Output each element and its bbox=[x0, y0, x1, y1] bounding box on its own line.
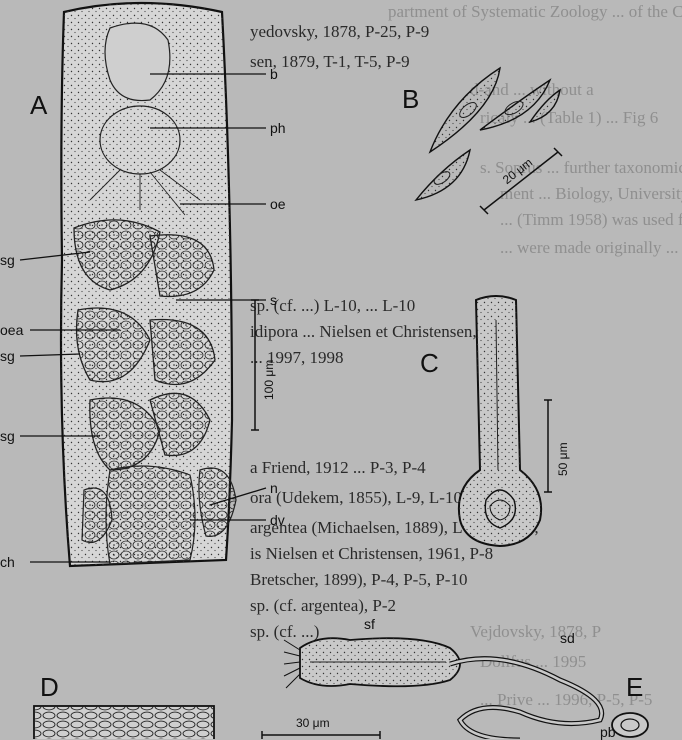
label-sd: sd bbox=[560, 630, 575, 646]
label-dv: dv bbox=[270, 512, 285, 528]
label-sf: sf bbox=[364, 616, 375, 632]
panel-label-c: C bbox=[420, 348, 439, 379]
panel-d-tissue bbox=[34, 706, 214, 739]
scale-label-c: 50 μm bbox=[556, 442, 570, 476]
scale-label-a: 100 μm bbox=[262, 360, 276, 400]
panel-label-a: A bbox=[30, 90, 47, 121]
label-s: s bbox=[270, 292, 277, 308]
panel-label-b: B bbox=[402, 84, 419, 115]
label-n: n bbox=[270, 480, 278, 496]
label-oea: oea bbox=[0, 322, 23, 338]
panel-e-spermatheca bbox=[284, 638, 648, 739]
label-ph: ph bbox=[270, 120, 286, 136]
label-oe: oe bbox=[270, 196, 286, 212]
panel-a-worm bbox=[61, 3, 236, 566]
label-sg-1: sg bbox=[0, 252, 15, 268]
label-b: b bbox=[270, 66, 278, 82]
label-sg-3: sg bbox=[0, 428, 15, 444]
panel-label-d: D bbox=[40, 672, 59, 703]
scale-label-de: 30 μm bbox=[296, 716, 330, 730]
label-ch: ch bbox=[0, 554, 15, 570]
panel-b-cells bbox=[416, 68, 560, 200]
label-sg-2: sg bbox=[0, 348, 15, 364]
panel-label-e: E bbox=[626, 672, 643, 703]
panel-c-gland bbox=[459, 296, 541, 546]
label-pb: pb bbox=[600, 724, 616, 740]
